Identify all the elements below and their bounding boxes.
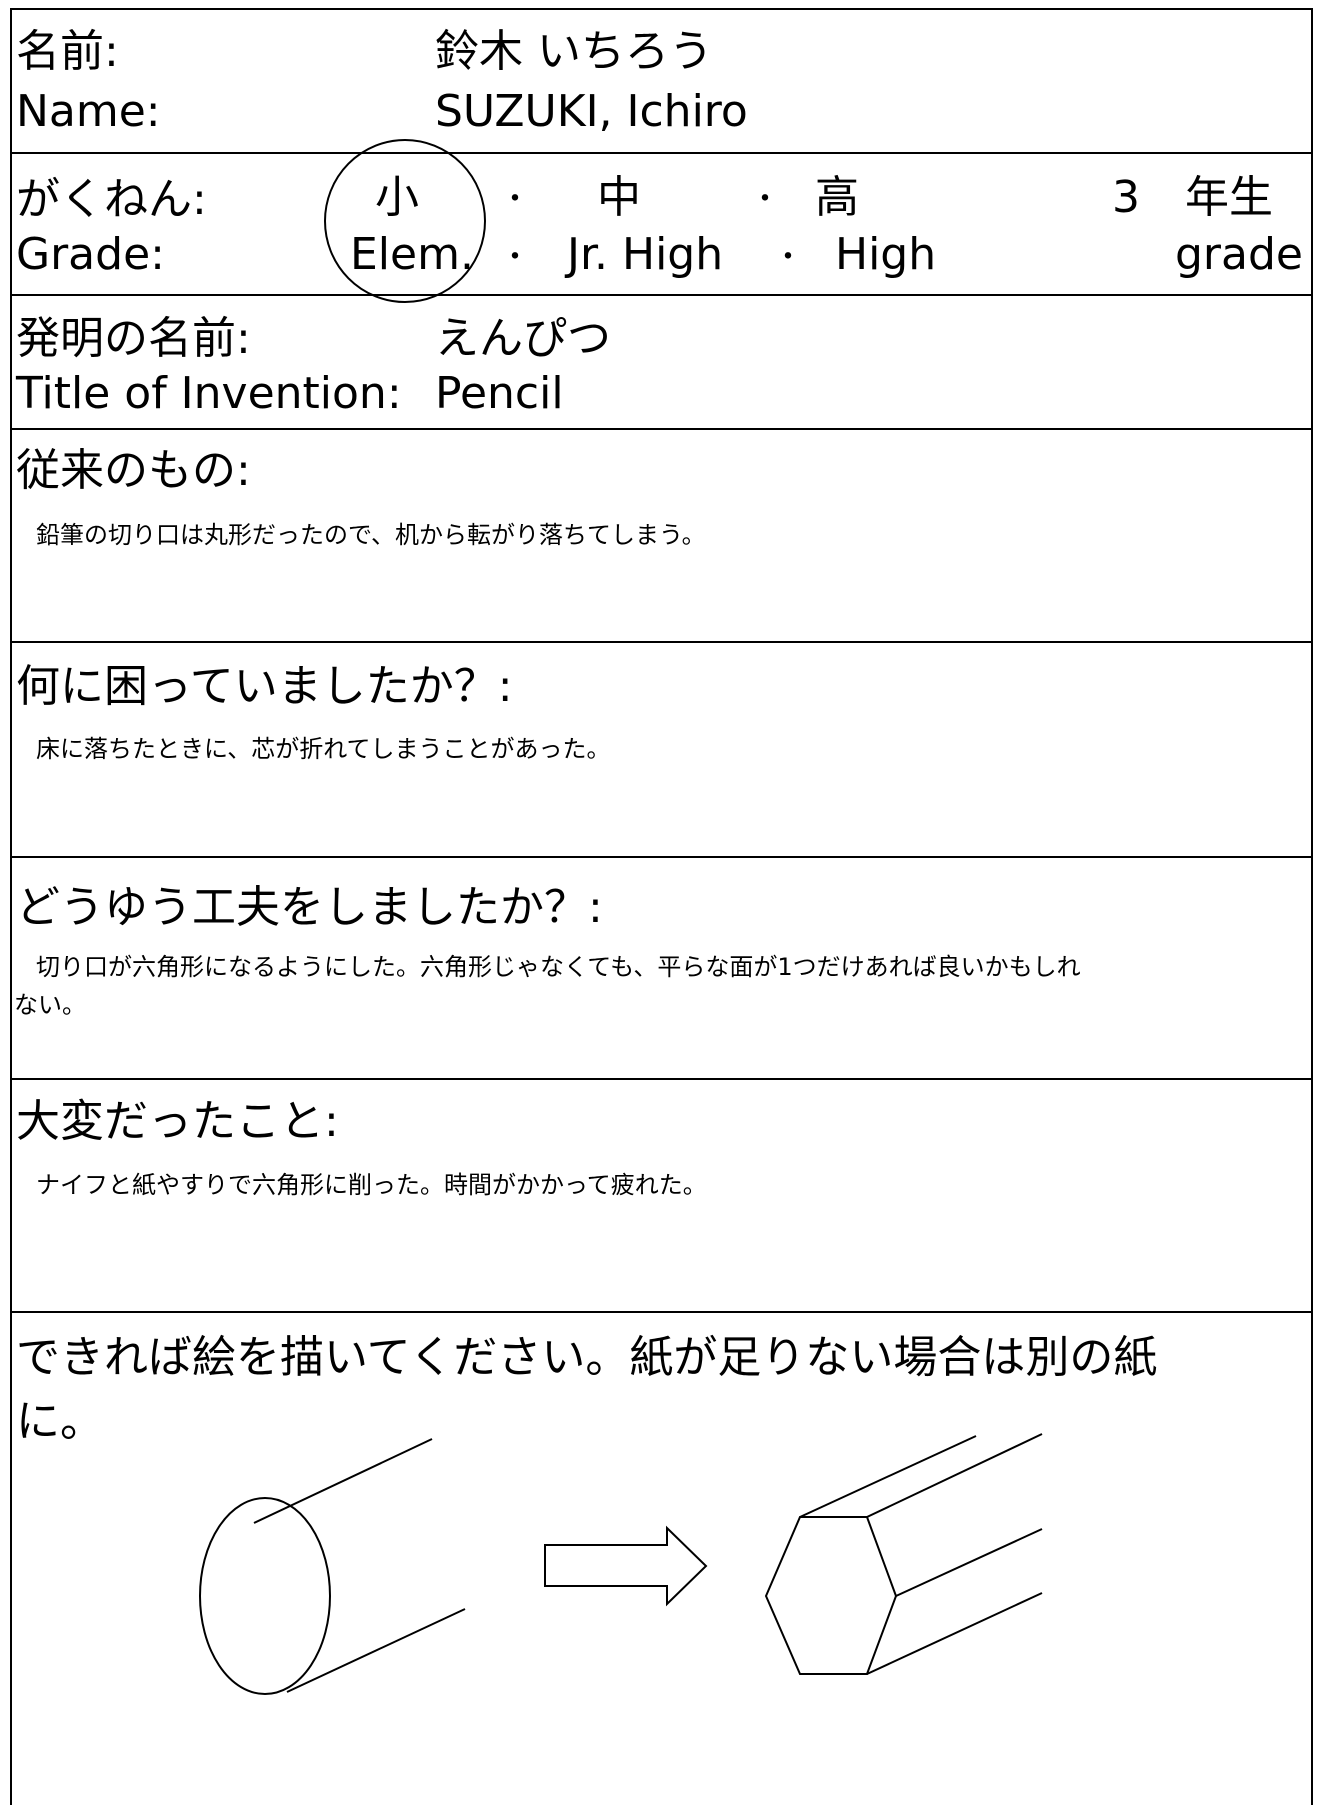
existing-text: 鉛筆の切り口は丸形だったので、机から転がり落ちてしまう。 (36, 521, 706, 549)
grade-label-ja: がくねん: (16, 174, 207, 225)
grade-separator: ・ (500, 182, 530, 217)
row-divider (12, 1311, 1311, 1313)
grade-option-jr-ja: 中 (597, 172, 641, 223)
drawing-prompt-line1: できれば絵を描いてください。紙が足りない場合は別の紙 (16, 1332, 1158, 1383)
row-divider (12, 641, 1311, 643)
row-divider (12, 152, 1311, 154)
row-divider (12, 856, 1311, 858)
invention-value-en: Pencil (435, 368, 564, 419)
invention-label-en: Title of Invention: (16, 368, 402, 419)
invention-label-ja: 発明の名前: (16, 313, 251, 364)
name-value-ja: 鈴木 いちろう (435, 26, 713, 77)
grade-year-ja: 年生 (1185, 172, 1273, 223)
difficulty-text: ナイフと紙やすりで六角形に削った。時間がかかって疲れた。 (36, 1171, 707, 1199)
idea-text-line1: 切り口が六角形になるようにした。六角形じゃなくても、平らな面が1つだけあれば良い… (36, 953, 1081, 981)
row-divider (12, 1078, 1311, 1080)
hexagonal-pencil-drawing (764, 1433, 1043, 1675)
difficulty-label: 大変だったこと: (16, 1096, 339, 1147)
arrow-right-icon (544, 1525, 708, 1607)
idea-label: どうゆう工夫をしましたか？: (16, 882, 603, 933)
drawing-prompt-line2: に。 (16, 1396, 104, 1447)
grade-separator: ・ (750, 182, 780, 217)
round-pencil-drawing (199, 1438, 466, 1695)
grade-option-jr-en: Jr. High (567, 229, 724, 280)
grade-option-high-en: High (835, 229, 937, 280)
grade-label-en: Grade: (16, 229, 165, 280)
existing-label: 従来のもの: (16, 445, 251, 496)
idea-text-line2: ない。 (14, 991, 86, 1019)
problem-text: 床に落ちたときに、芯が折れてしまうことがあった。 (36, 735, 611, 763)
name-label-en: Name: (16, 86, 161, 137)
name-label-ja: 名前: (16, 26, 119, 77)
row-divider (12, 294, 1311, 296)
selected-grade-circle (324, 139, 486, 303)
row-divider (12, 428, 1311, 430)
name-value-en: SUZUKI, Ichiro (435, 86, 748, 137)
grade-year-number: 3 (1112, 172, 1140, 223)
grade-separator: ・ (773, 240, 803, 275)
grade-option-elem-ja: 小 (375, 172, 419, 223)
problem-label: 何に困っていましたか？: (16, 661, 513, 712)
grade-separator: ・ (500, 240, 530, 275)
grade-option-high-ja: 高 (815, 172, 859, 223)
invention-form (10, 8, 1313, 1805)
grade-option-elem-en: Elem. (350, 229, 474, 280)
grade-year-en: grade (1175, 229, 1303, 280)
invention-value-ja: えんぴつ (435, 313, 611, 364)
